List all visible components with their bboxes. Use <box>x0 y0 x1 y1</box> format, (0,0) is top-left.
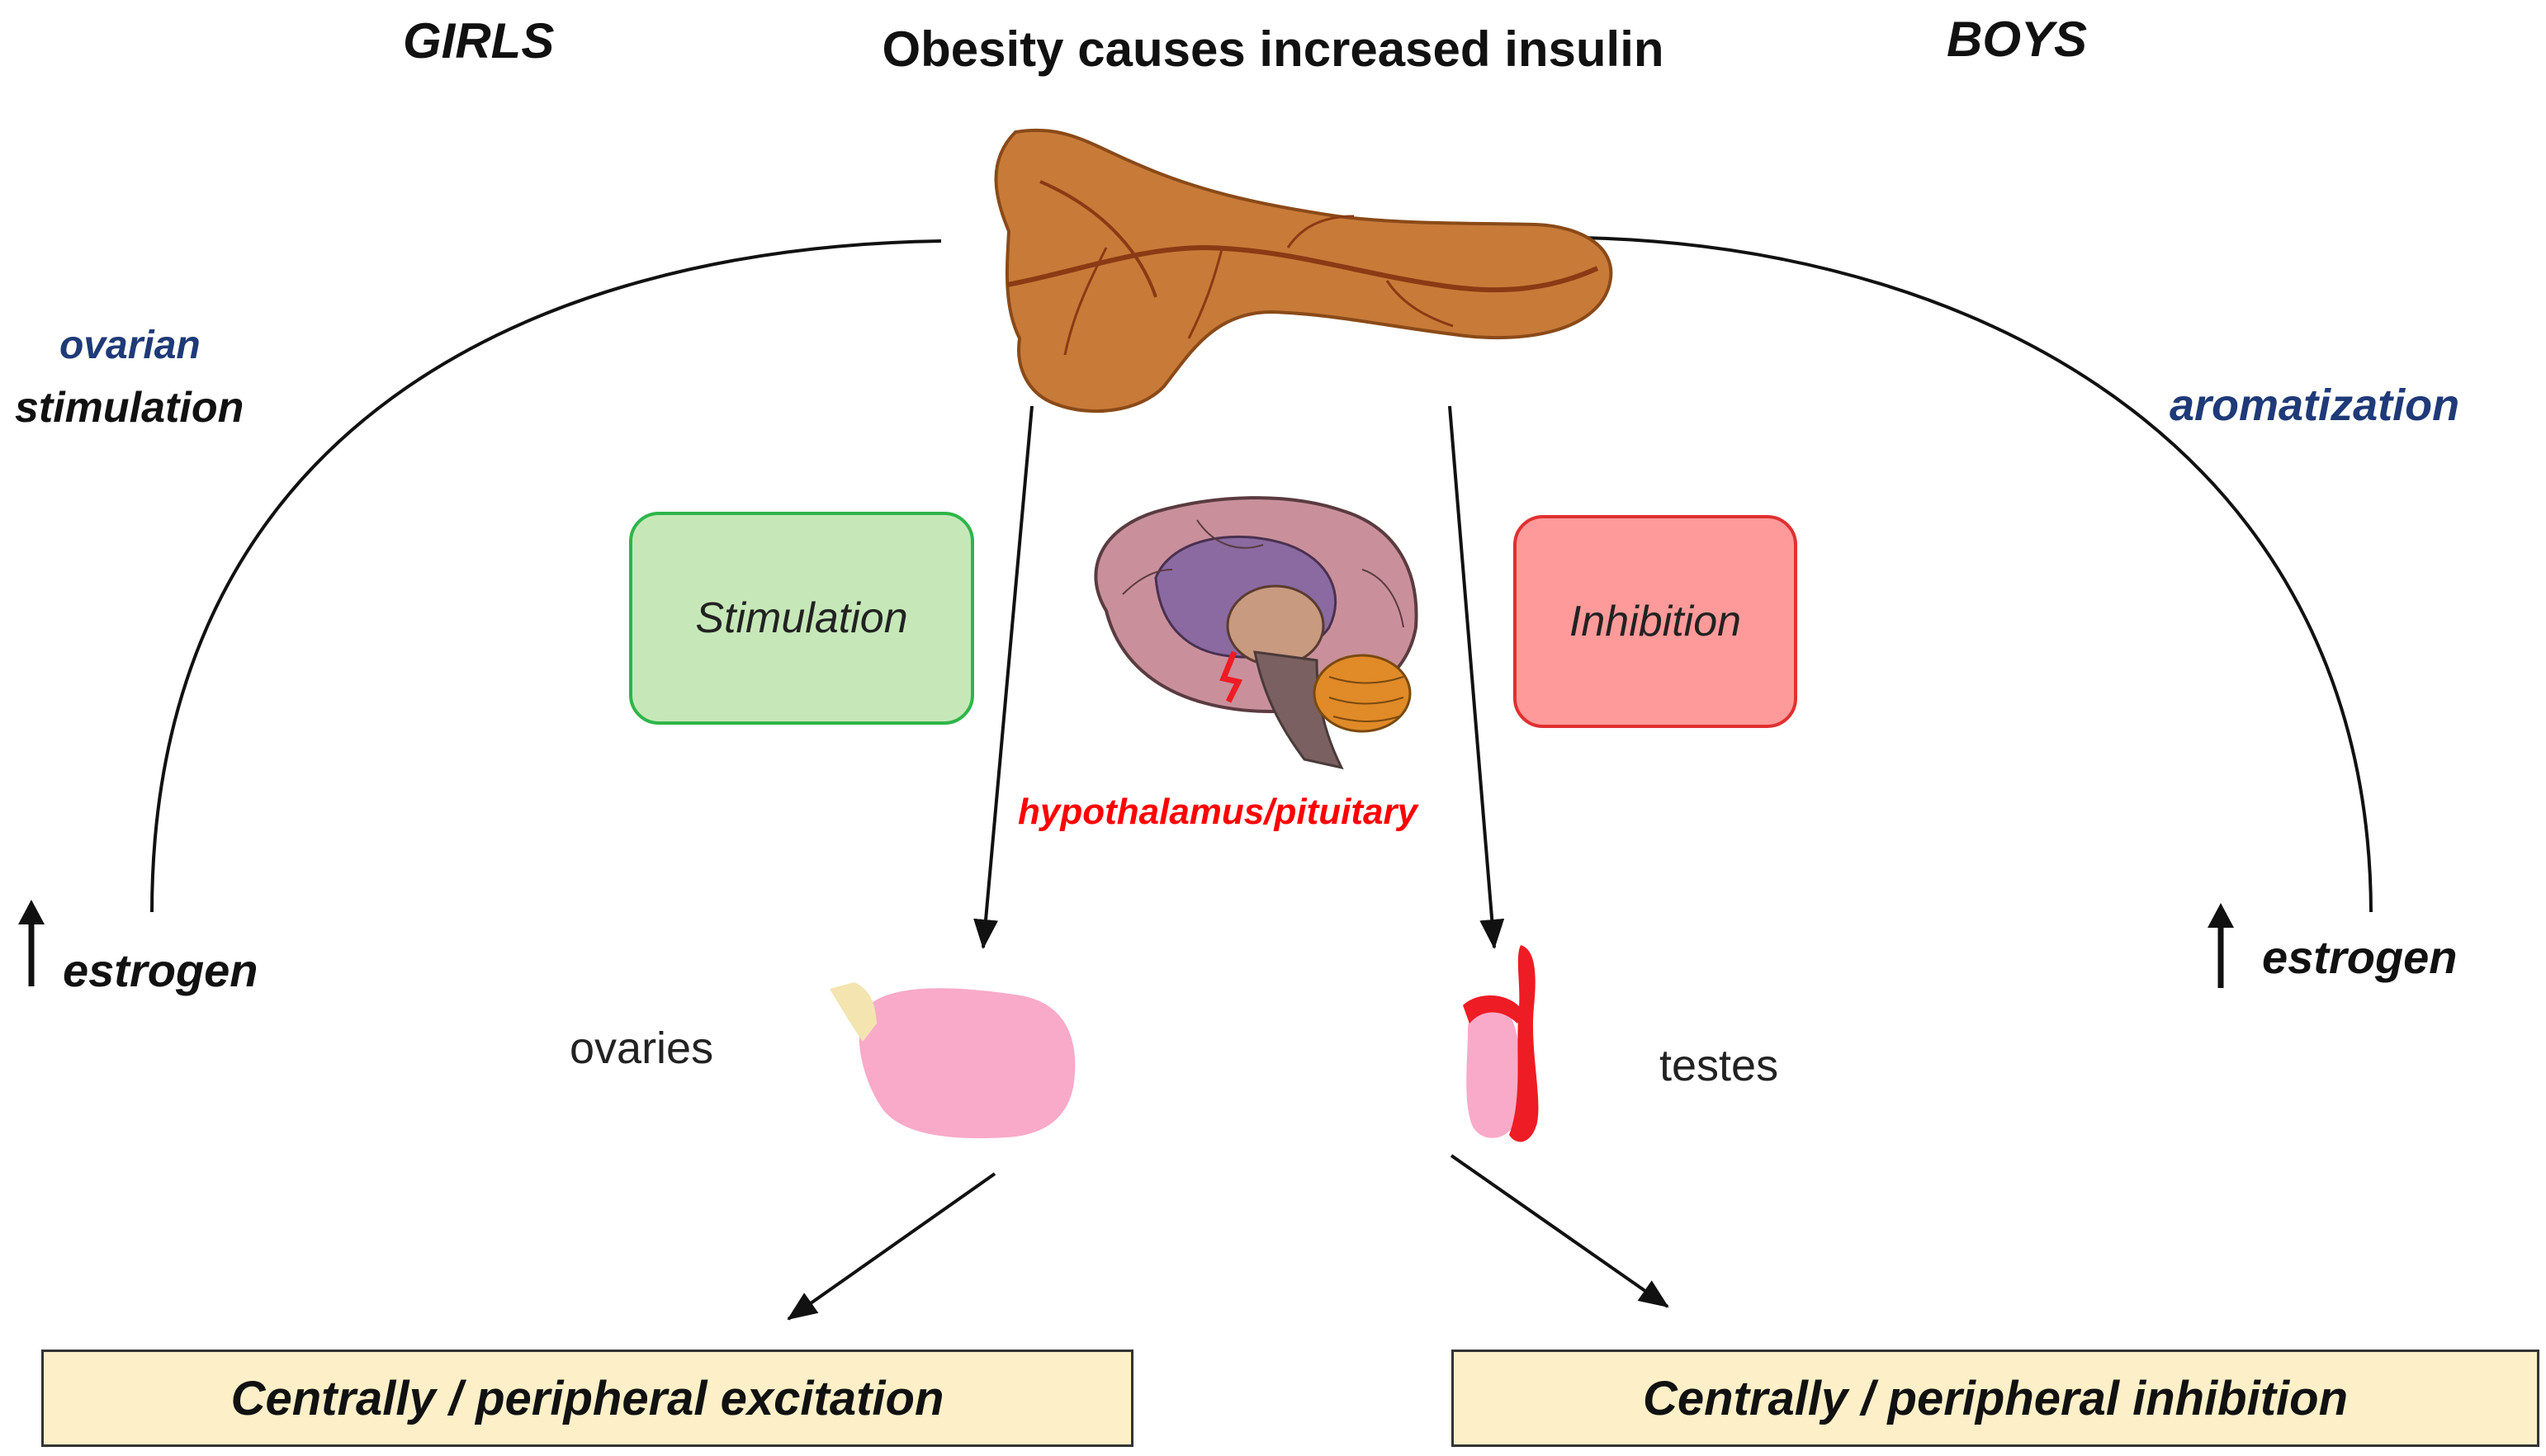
ovarian-label: ovarian <box>59 324 201 367</box>
stimulation-box-shape <box>629 512 974 725</box>
testes-label: testes <box>1659 1041 1779 1090</box>
left-feedback-arc <box>150 239 942 913</box>
stimulation-mechanism-label: stimulation <box>15 384 244 432</box>
stimulation-box: Stimulation <box>695 594 908 642</box>
aromatization-label: aromatization <box>2170 381 2460 430</box>
arrow-testes-to-inhibition <box>1450 1154 1669 1308</box>
page-title: Obesity causes increased insulin <box>882 21 1664 77</box>
arrow-pancreas-to-ovaries <box>973 405 1034 949</box>
ovary-illustration <box>830 982 1076 1139</box>
excitation-result-box: Centrally / peripheral excitation <box>41 1350 1133 1447</box>
girls-heading: GIRLS <box>403 13 555 69</box>
inhibition-result-box: Centrally / peripheral inhibition <box>1451 1350 2539 1447</box>
arrow-ovaries-to-excitation <box>787 1172 996 1321</box>
inhibition-box-shape <box>1513 515 1797 728</box>
right-feedback-arc <box>1583 236 2373 913</box>
ovaries-label: ovaries <box>570 1023 714 1073</box>
girls-estrogen-label: estrogen <box>63 944 258 996</box>
arrow-pancreas-to-testes <box>1448 405 1505 949</box>
brain-illustration <box>1094 496 1418 770</box>
boys-heading: BOYS <box>1947 12 2088 67</box>
up-arrow-icon <box>18 900 45 986</box>
boys-estrogen-label: estrogen <box>2262 931 2458 983</box>
testis-illustration <box>1463 945 1539 1142</box>
hypothalamus-pituitary-label: hypothalamus/pituitary <box>1018 792 1418 832</box>
inhibition-box: Inhibition <box>1569 598 1742 645</box>
pancreas-illustration <box>994 128 1613 414</box>
up-arrow-icon <box>2208 903 2234 988</box>
